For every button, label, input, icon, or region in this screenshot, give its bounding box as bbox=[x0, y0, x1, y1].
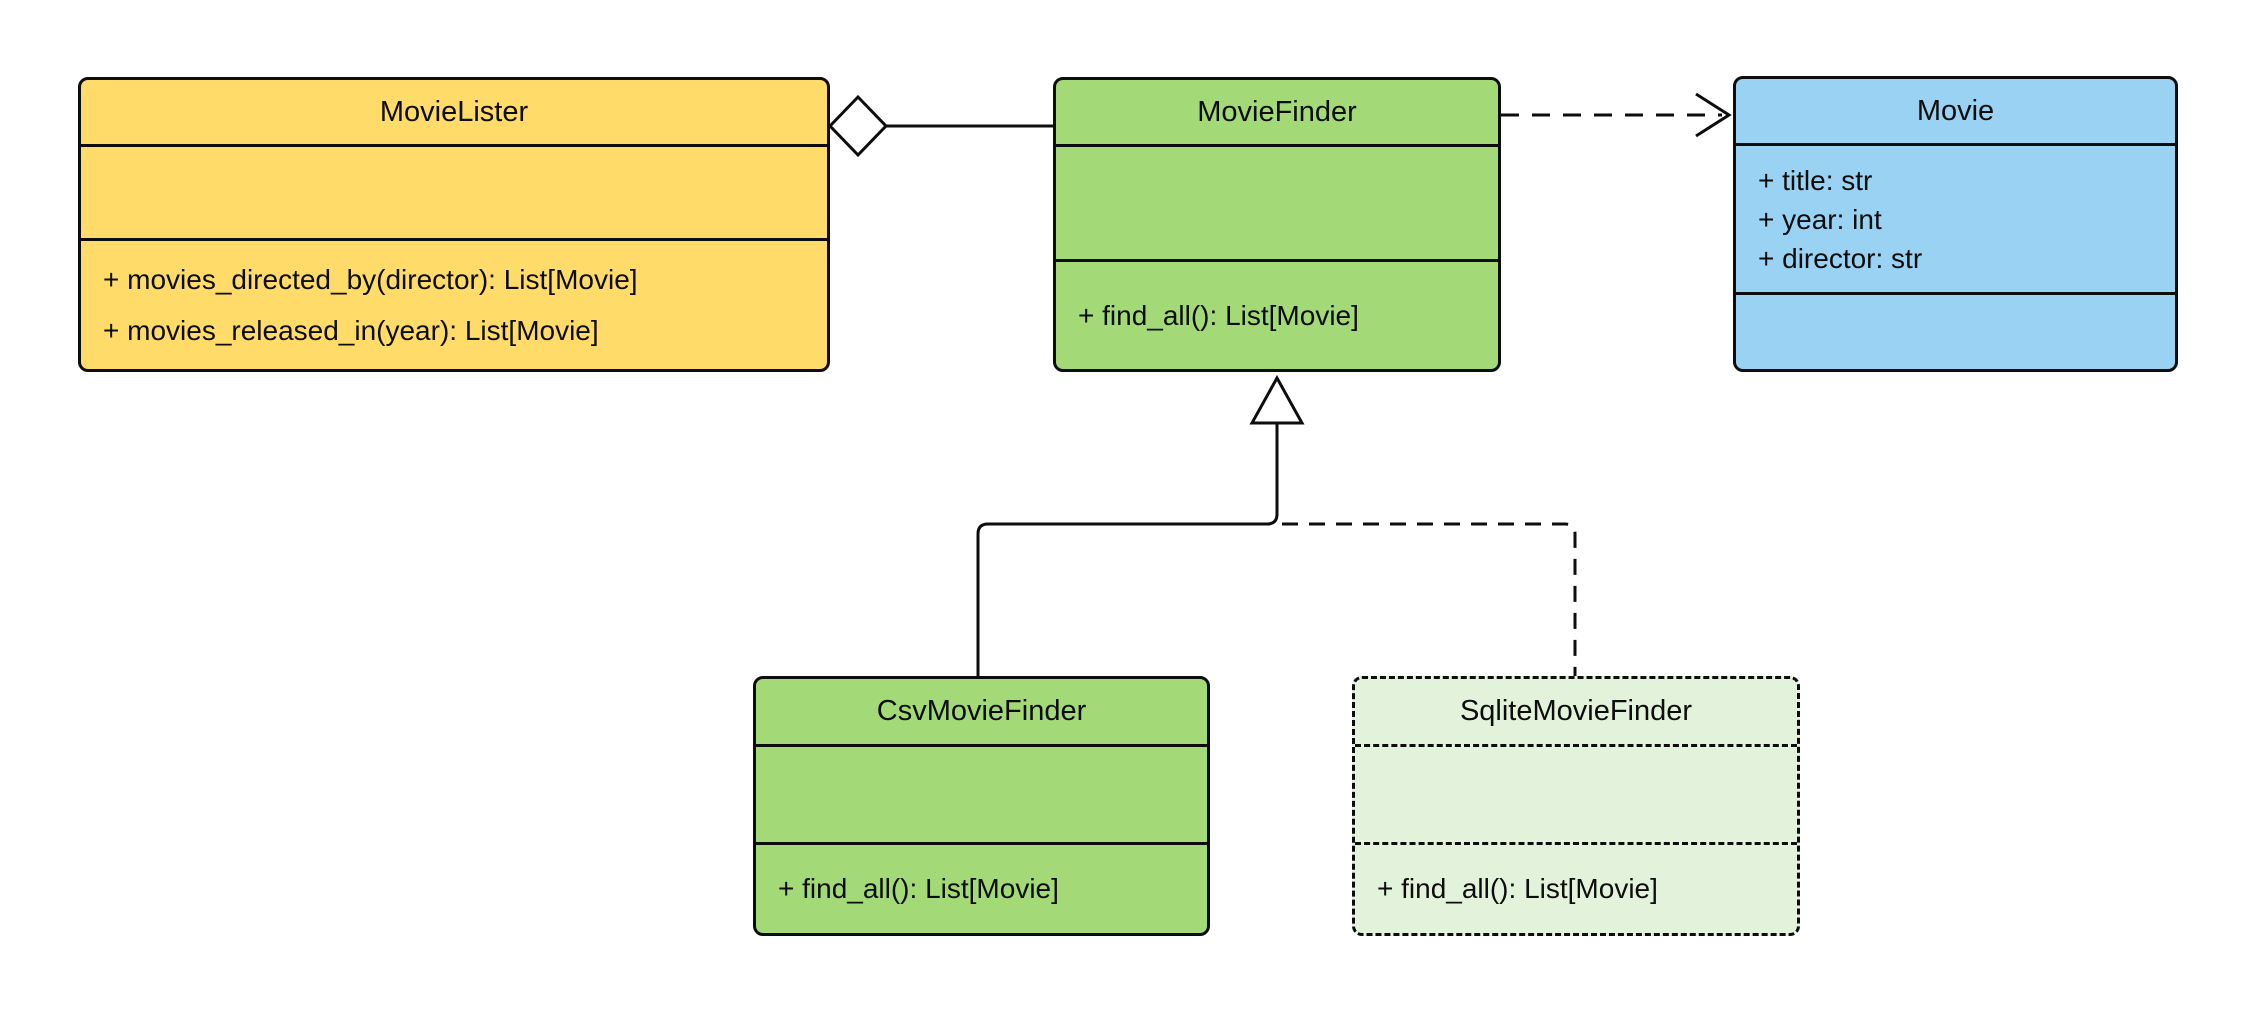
class-methods-csvmoviefinder: + find_all(): List[Movie] bbox=[756, 842, 1207, 933]
dependency-arrowhead bbox=[1695, 92, 1732, 138]
attribute-line: + year: int bbox=[1758, 203, 1882, 235]
method-line: + movies_directed_by(director): List[Mov… bbox=[103, 264, 638, 295]
class-box-movie[interactable]: Movie + title: str + year: int + directo… bbox=[1733, 76, 2178, 372]
generalization-solid-connector[interactable] bbox=[976, 424, 1279, 676]
class-attributes-movielister bbox=[81, 144, 827, 238]
class-attributes-moviefinder bbox=[1056, 144, 1498, 259]
class-methods-moviefinder: + find_all(): List[Movie] bbox=[1056, 259, 1498, 369]
method-line: + find_all(): List[Movie] bbox=[778, 873, 1059, 904]
class-title-moviefinder: MovieFinder bbox=[1197, 95, 1357, 128]
dependency-connector[interactable] bbox=[1501, 92, 1732, 138]
class-title-movie: Movie bbox=[1916, 94, 1995, 127]
method-line: + find_all(): List[Movie] bbox=[1377, 873, 1658, 904]
class-attributes-csvmoviefinder bbox=[756, 744, 1207, 842]
class-attributes-sqlitemoviefinder bbox=[1355, 744, 1797, 842]
attribute-line: + director: str bbox=[1758, 242, 1923, 274]
class-title-sqlitemoviefinder: SqliteMovieFinder bbox=[1459, 695, 1693, 727]
class-box-movielister[interactable]: MovieLister + movies_directed_by(directo… bbox=[78, 77, 830, 372]
aggregation-connector[interactable] bbox=[827, 94, 1053, 158]
class-title-csvmoviefinder: CsvMovieFinder bbox=[876, 695, 1087, 727]
inheritance-triangle-marker bbox=[1249, 374, 1305, 425]
class-title-movielister: MovieLister bbox=[379, 95, 529, 128]
class-methods-movielister: + movies_directed_by(director): List[Mov… bbox=[81, 238, 827, 369]
class-attributes-movie: + title: str + year: int + director: str bbox=[1736, 143, 2175, 292]
generalization-dashed-connector[interactable] bbox=[1282, 522, 1577, 676]
class-box-moviefinder[interactable]: MovieFinder + find_all(): List[Movie] bbox=[1053, 77, 1501, 372]
class-box-csvmoviefinder[interactable]: CsvMovieFinder + find_all(): List[Movie] bbox=[753, 676, 1210, 936]
attribute-line: + title: str bbox=[1758, 164, 1873, 196]
method-line: + movies_released_in(year): List[Movie] bbox=[103, 315, 599, 346]
aggregation-diamond-marker bbox=[827, 94, 889, 158]
class-methods-sqlitemoviefinder: + find_all(): List[Movie] bbox=[1355, 842, 1797, 933]
class-box-sqlitemoviefinder[interactable]: SqliteMovieFinder + find_all(): List[Mov… bbox=[1352, 676, 1800, 936]
method-line: + find_all(): List[Movie] bbox=[1078, 299, 1359, 331]
class-methods-movie bbox=[1736, 292, 2175, 369]
